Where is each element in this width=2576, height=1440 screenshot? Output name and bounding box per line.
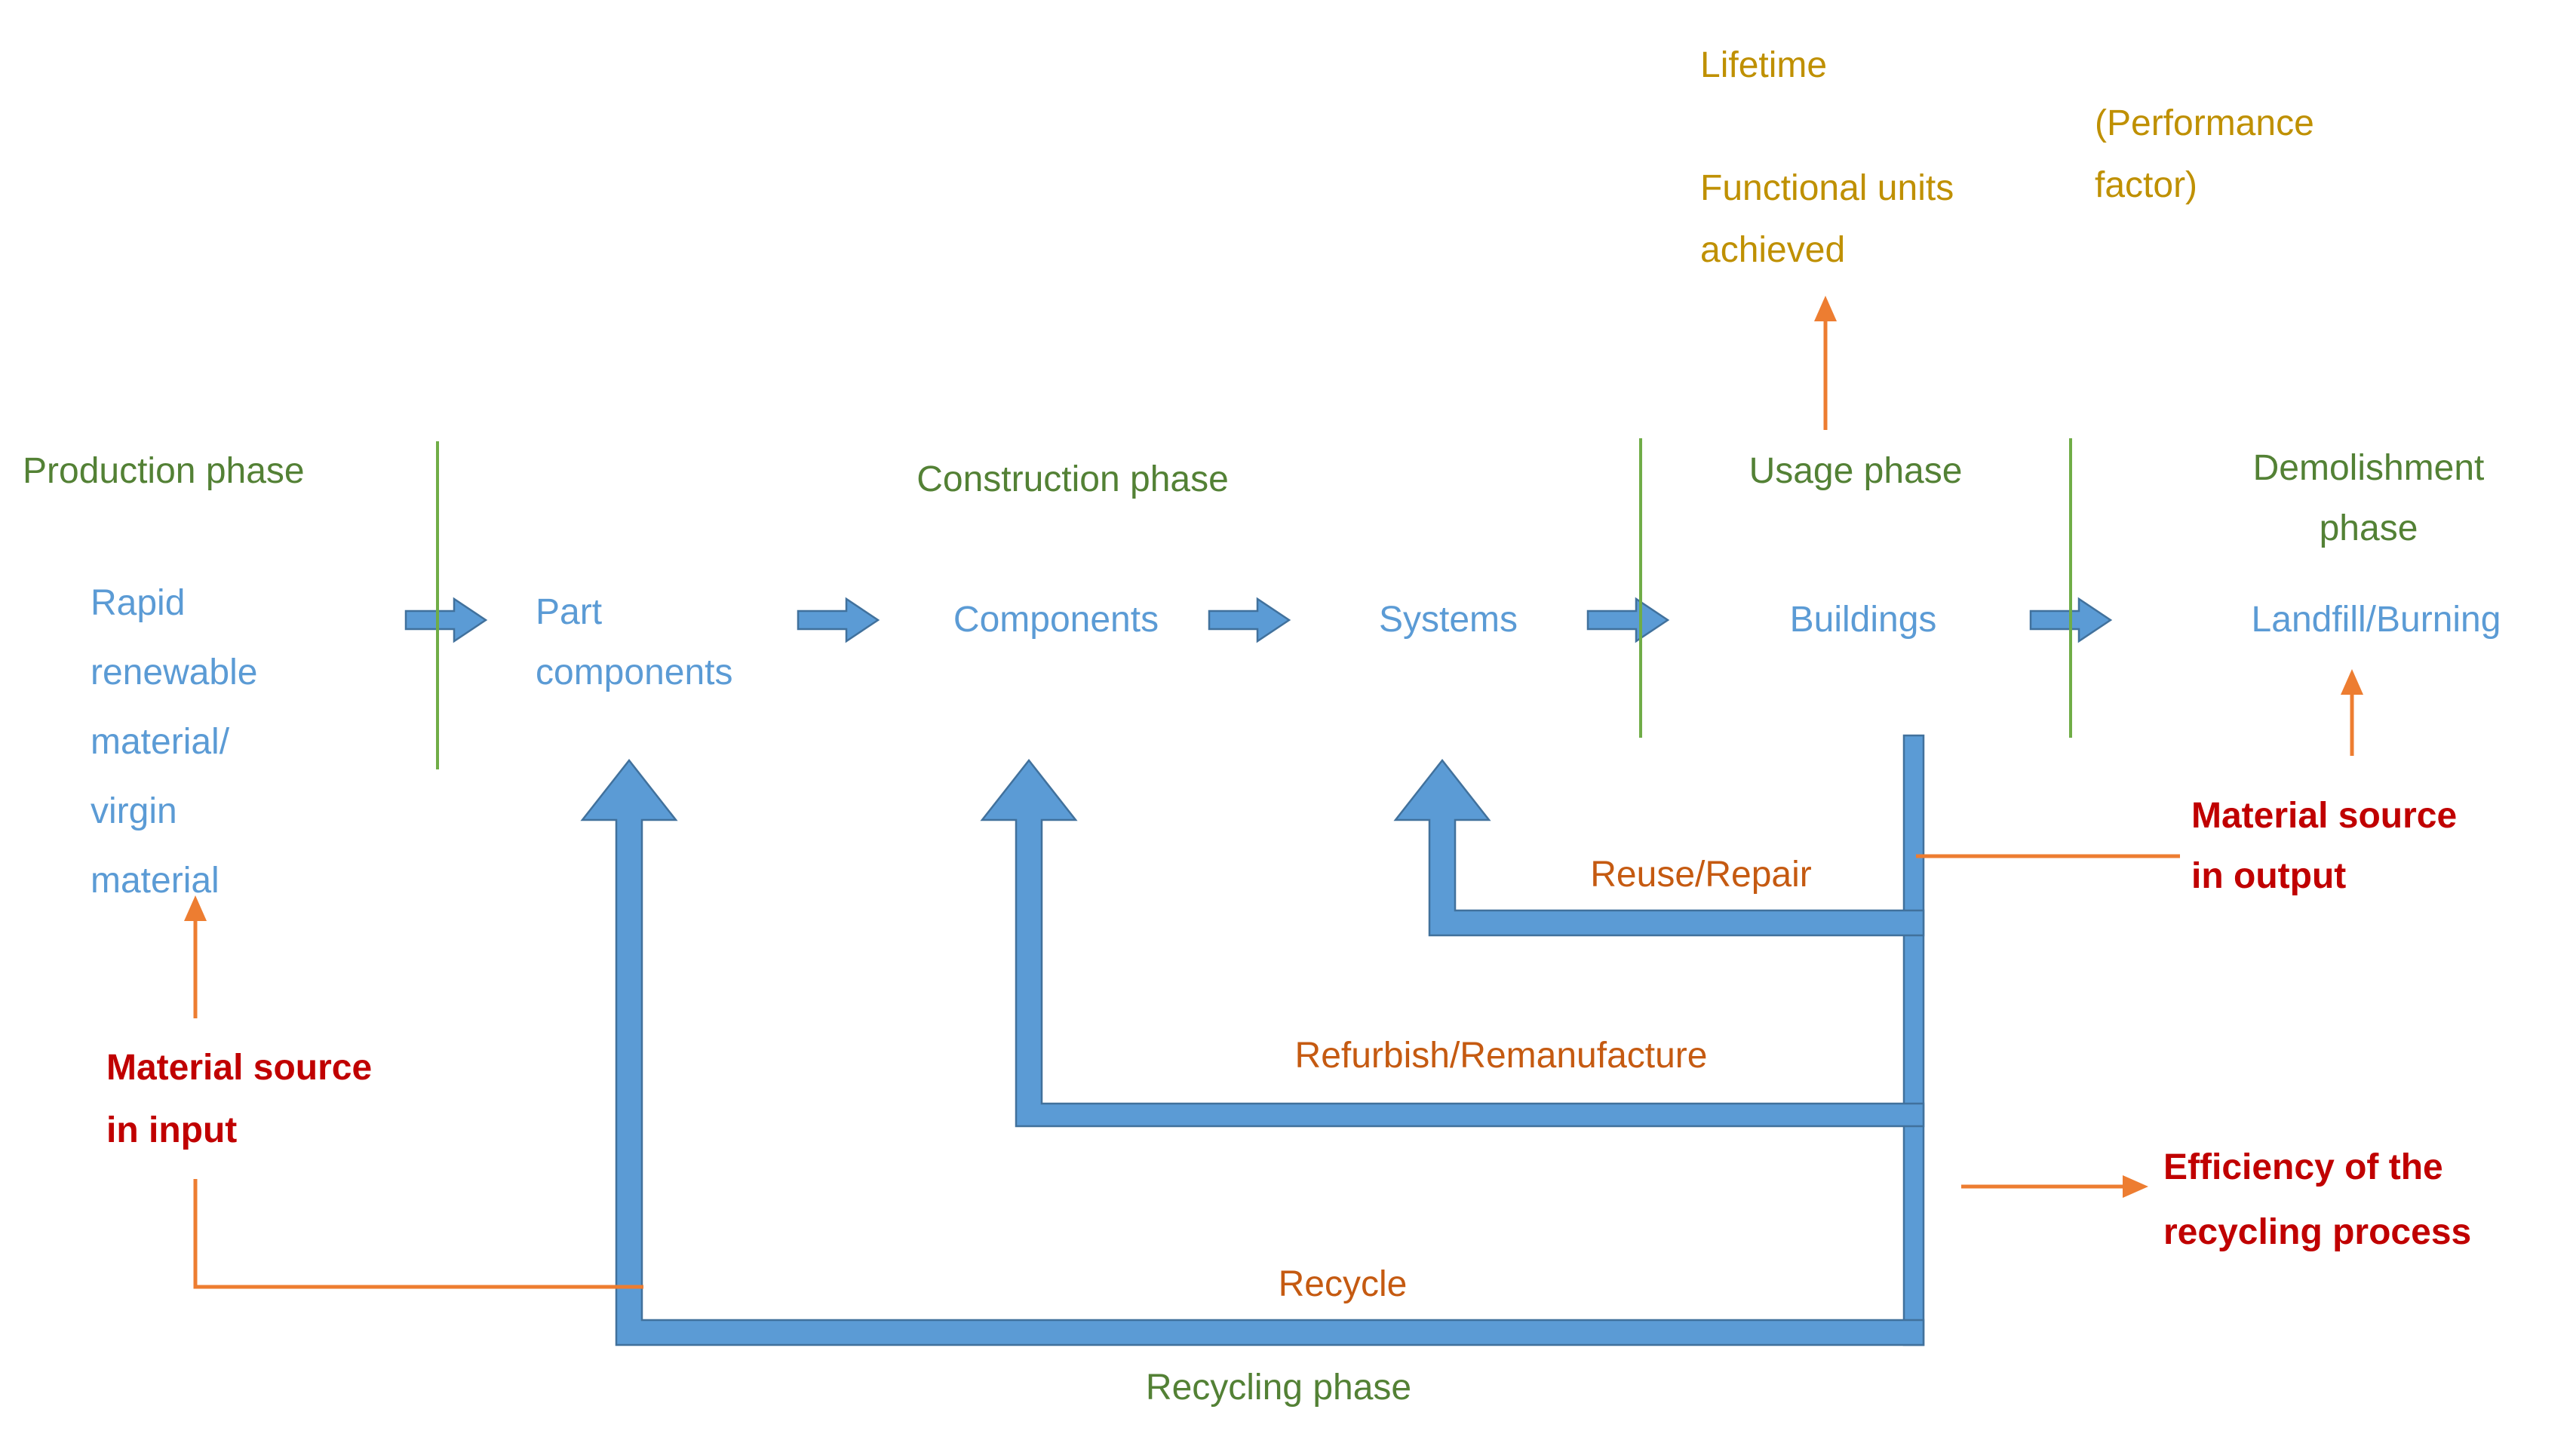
loop-label-refurbish-remanufacture-text: Refurbish/Remanufacture (1294, 1036, 1708, 1076)
reuse-loop-arrow (1393, 758, 1925, 937)
node-components-text: Components (953, 600, 1159, 640)
node-virgin-material-line5: material (91, 861, 220, 901)
annotation-performance-factor-line2: factor) (2095, 165, 2198, 205)
arrow-output-to-landfill-head-icon (2341, 669, 2363, 695)
node-part-components-line1: Part (536, 592, 603, 632)
annotation-material-source-input: Material source in input (106, 1036, 372, 1162)
phase-label-construction: Construction phase (916, 462, 1229, 498)
node-virgin-material-line4: virgin (91, 791, 177, 831)
node-components: Components (953, 602, 1159, 638)
annotation-material-source-output-line1: Material source (2191, 796, 2458, 836)
phase-label-construction-text: Construction phase (916, 459, 1229, 499)
phase-label-production-text: Production phase (23, 451, 305, 491)
recycle-loop-arrow (580, 758, 1925, 1346)
annotation-material-source-output: Material source in output (2191, 786, 2457, 907)
node-landfill-burning-text: Landfill/Burning (2251, 600, 2501, 640)
annotation-lifetime-text: Lifetime (1700, 45, 1828, 85)
annotation-efficiency-recycling-line1: Efficiency of the (2163, 1147, 2443, 1187)
node-buildings-text: Buildings (1789, 600, 1937, 640)
phase-label-production: Production phase (23, 453, 305, 490)
annotation-material-source-input-line2: in input (106, 1110, 238, 1150)
node-buildings: Buildings (1790, 602, 1937, 638)
loop-label-reuse-repair-text: Reuse/Repair (1590, 855, 1812, 895)
annotation-performance-factor-line1: (Performance (2095, 103, 2314, 143)
node-systems: Systems (1379, 602, 1518, 638)
loop-label-recycle-text: Recycle (1278, 1264, 1408, 1304)
annotation-lifetime: Lifetime (1700, 48, 1827, 84)
connector-input-to-recycle-pipe (193, 1179, 643, 1289)
phase-label-recycling-text: Recycling phase (1145, 1368, 1412, 1408)
node-virgin-material-line3: material/ (91, 722, 230, 762)
annotation-functional-units: Functional units achieved (1700, 158, 1954, 281)
phase-label-demolishment-line2: phase (2319, 508, 2418, 548)
arrow-components-to-systems-icon (1208, 597, 1291, 643)
annotation-functional-units-line2: achieved (1700, 230, 1846, 270)
annotation-performance-factor: (Performance factor) (2095, 93, 2314, 216)
node-virgin-material-line1: Rapid (91, 583, 186, 623)
buildings-output-pipe (1902, 734, 1925, 1346)
arrow-part-to-components-icon (797, 597, 880, 643)
annotation-efficiency-recycling: Efficiency of the recycling process (2163, 1135, 2471, 1265)
loop-label-recycle: Recycle (1279, 1267, 1408, 1303)
annotation-material-source-output-line2: in output (2191, 856, 2347, 896)
annotation-efficiency-recycling-line2: recycling process (2163, 1212, 2472, 1252)
node-landfill-burning: Landfill/Burning (2252, 602, 2501, 638)
annotation-material-source-input-line1: Material source (106, 1048, 373, 1088)
phase-label-demolishment-line1: Demolishment (2252, 448, 2485, 488)
phase-label-demolishment: Demolishment phase (2253, 438, 2485, 559)
refurbish-loop-arrow (980, 758, 1925, 1128)
loop-label-refurbish-remanufacture: Refurbish/Remanufacture (1295, 1038, 1708, 1074)
loop-label-reuse-repair: Reuse/Repair (1590, 857, 1811, 893)
phase-label-usage: Usage phase (1749, 453, 1963, 490)
node-systems-text: Systems (1378, 600, 1518, 640)
node-part-components: Part components (536, 582, 733, 703)
arrow-usage-to-functional-units-head-icon (1814, 296, 1837, 321)
node-virgin-material-line2: renewable (91, 652, 258, 692)
arrow-systems-to-buildings-icon (1586, 597, 1670, 643)
arrow-pipe-to-efficiency-head-icon (2123, 1175, 2148, 1198)
node-virgin-material: Rapid renewable material/ virgin materia… (91, 569, 257, 916)
arrow-input-to-virgin-material-head-icon (184, 895, 207, 921)
node-part-components-line2: components (536, 652, 733, 692)
arrow-source-to-part-icon (404, 597, 488, 643)
annotation-functional-units-line1: Functional units (1700, 168, 1954, 208)
phase-label-usage-text: Usage phase (1749, 451, 1963, 491)
phase-label-recycling: Recycling phase (1146, 1370, 1411, 1406)
